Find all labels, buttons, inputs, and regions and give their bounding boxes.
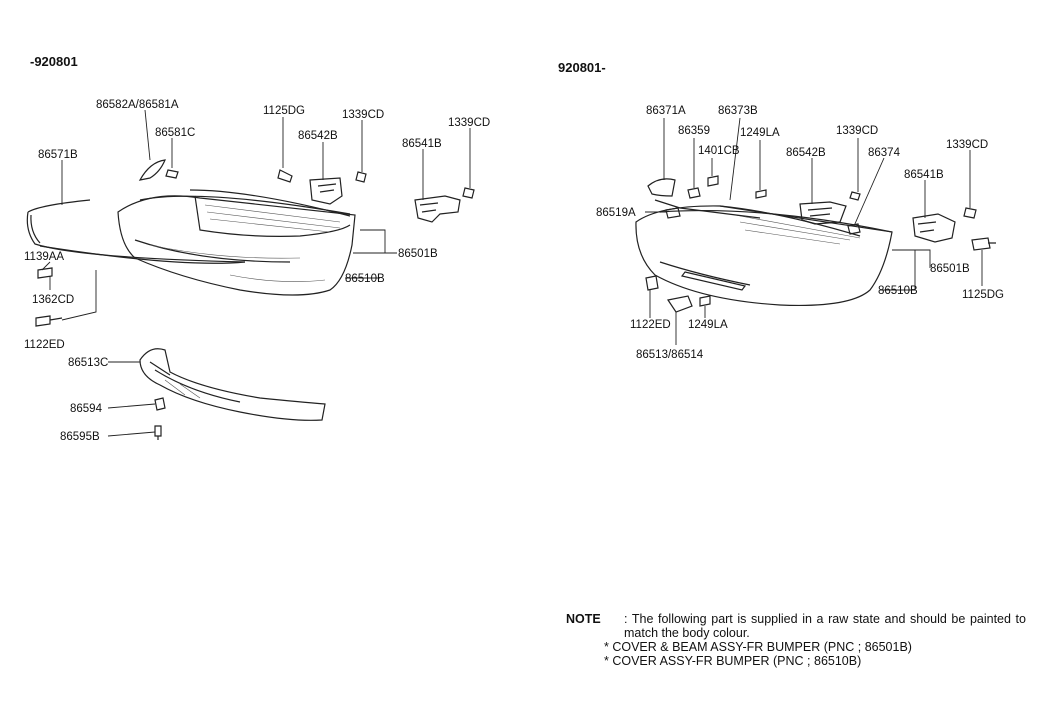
bumper-cover-86510b-right	[635, 205, 893, 306]
bracket-86542b-right	[799, 191, 861, 225]
note-key: NOTE	[566, 612, 601, 626]
label-1249la-top: 1249LA	[740, 127, 780, 139]
bracket-86542b-left	[277, 169, 367, 205]
note-block: NOTE : The following part is supplied in…	[566, 612, 1026, 668]
label-86595b: 86595B	[60, 431, 100, 443]
label-86541b-left: 86541B	[402, 138, 442, 150]
left-panel-header: -920801	[30, 54, 78, 69]
label-86501b-left: 86501B	[398, 248, 438, 260]
label-1249la-bottom: 1249LA	[688, 319, 728, 331]
reinforcement-86371a	[647, 178, 761, 219]
label-1362cd: 1362CD	[32, 294, 74, 306]
label-86513c: 86513C	[68, 357, 108, 369]
clip-86519a	[665, 207, 681, 219]
label-86571b: 86571B	[38, 149, 78, 161]
label-86510b-right: 86510B	[878, 285, 918, 297]
note-item-cover-beam: * COVER & BEAM ASSY-FR BUMPER (PNC ; 865…	[604, 640, 912, 654]
label-86541b-right: 86541B	[904, 169, 944, 181]
note-text: : The following part is supplied in a ra…	[624, 612, 1026, 640]
left-leaders	[41, 109, 471, 437]
label-1139aa: 1139AA	[24, 251, 64, 263]
label-86582a-86581a: 86582A/86581A	[96, 99, 179, 111]
label-86373b: 86373B	[718, 105, 758, 117]
clip-86582a	[138, 159, 179, 181]
fastener-1122ed-right	[645, 275, 659, 291]
label-86513-86514: 86513/86514	[636, 349, 704, 361]
label-86501b-right: 86501B	[930, 263, 970, 275]
bracket-86541b-left	[414, 187, 475, 223]
label-86371a: 86371A	[646, 105, 686, 117]
label-86594: 86594	[70, 403, 103, 415]
label-1339cd-right-a: 1339CD	[836, 125, 878, 137]
label-1122ed-right: 1122ED	[630, 319, 671, 331]
fastener-1139aa	[37, 267, 53, 279]
label-86359: 86359	[678, 125, 710, 137]
label-1339cd-right-b: 1339CD	[946, 139, 988, 151]
label-1339cd-left-a: 1339CD	[342, 109, 384, 121]
right-panel-header: 920801-	[558, 60, 606, 75]
clip-86594	[154, 397, 166, 411]
bracket-86541b-right	[912, 207, 996, 251]
lower-skirt-86513c	[139, 348, 326, 421]
label-86519a: 86519A	[596, 207, 636, 219]
label-1125dg-left: 1125DG	[263, 105, 305, 117]
label-1401cb: 1401CB	[698, 145, 740, 157]
note-row: NOTE : The following part is supplied in…	[566, 612, 1026, 640]
screw-86595b	[154, 425, 162, 440]
spoiler-strip-86571b	[26, 199, 246, 264]
label-86374: 86374	[868, 147, 901, 159]
clip-86359	[687, 187, 701, 199]
label-86581c: 86581C	[155, 127, 195, 139]
bracket-86513-86514	[667, 295, 711, 313]
label-86542b-left: 86542B	[298, 130, 338, 142]
label-86510b-left: 86510B	[345, 273, 385, 285]
label-86542b-right: 86542B	[786, 147, 826, 159]
bolt-1249la-top	[755, 189, 767, 199]
label-1339cd-left-b: 1339CD	[448, 117, 490, 129]
bumper-cover-86510b-left	[117, 189, 356, 296]
right-leaders	[645, 117, 983, 345]
fastener-1122ed-left	[35, 315, 63, 327]
label-1122ed-left: 1122ED	[24, 339, 65, 351]
label-1125dg-right: 1125DG	[962, 289, 1004, 301]
clip-1401cb	[707, 175, 719, 187]
note-item-cover: * COVER ASSY-FR BUMPER (PNC ; 86510B)	[604, 654, 862, 668]
